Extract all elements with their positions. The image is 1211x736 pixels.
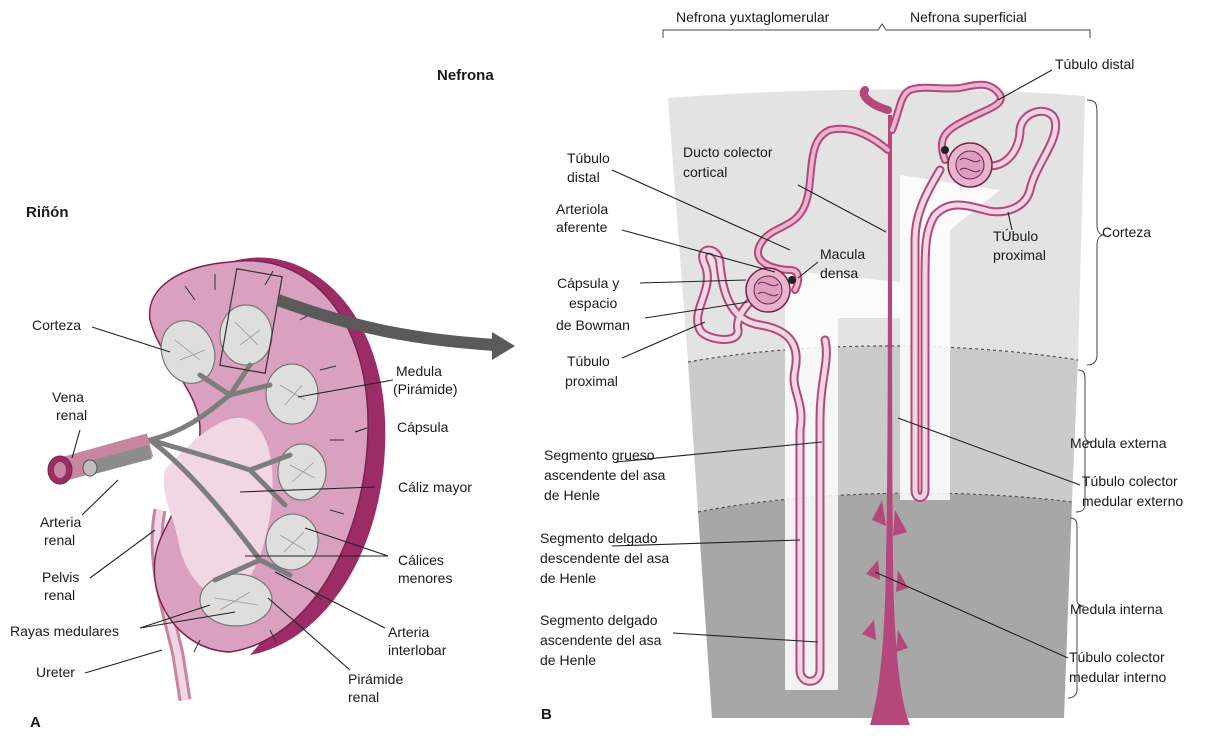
label-arteria-interlobar-2: interlobar [388,642,447,658]
label-tubulo-proximal-left-1: Túbulo [567,353,610,369]
label-calices-1: Cálices [398,552,444,568]
label-tubulo-colector-int-2: medular interno [1069,669,1166,685]
label-capsula-bowman-1: Cápsula y [557,275,619,291]
label-ducto-colector-2: cortical [683,164,727,180]
label-segmento-grueso-1: Segmento grueso [544,447,655,463]
label-ducto-colector-1: Ducto colector [683,144,773,160]
panel-a-title: Riñón [26,204,69,221]
label-calices-2: menores [398,570,452,586]
zone-label-corteza: Corteza [1102,224,1151,240]
label-tubulo-distal-right: Túbulo distal [1055,56,1134,72]
label-tubulo-distal-left-2: distal [567,169,600,185]
zone-label-medula-interna: Medula interna [1070,601,1163,617]
label-tubulo-colector-ext-2: medular externo [1082,493,1183,509]
label-macula-densa-2: densa [820,265,858,281]
label-medula-2: (Pirámide) [393,381,458,397]
label-arteria-interlobar-1: Arteria [388,624,429,640]
label-arteria-renal-1: Arteria [40,514,81,530]
label-segmento-asc-1: Segmento delgado [540,612,658,628]
header-nefrona-superficial: Nefrona superficial [910,9,1027,25]
label-tubulo-proximal-right-1: TÚbulo [993,228,1038,244]
label-capsula: Cápsula [397,419,449,435]
header-nefrona-yuxtaglomerular: Nefrona yuxtaglomerular [676,9,830,25]
label-segmento-desc-1: Segmento delgado [540,530,658,546]
label-tubulo-proximal-right-2: proximal [993,247,1046,263]
label-arteriola-1: Arteriola [556,201,608,217]
label-ureter: Ureter [36,664,75,680]
label-capsula-bowman-3: de Bowman [556,317,630,333]
zone-label-medula-externa: Medula externa [1070,435,1167,451]
panel-b-title: Nefrona [437,67,494,84]
label-capsula-bowman-2: espacio [569,295,617,311]
label-segmento-asc-2: ascendente del asa [540,632,662,648]
label-tubulo-distal-left-1: Túbulo [567,150,610,166]
label-corteza: Corteza [32,317,81,333]
label-segmento-desc-3: de Henle [540,570,596,586]
nephron-illustration [668,85,1085,725]
label-segmento-grueso-2: ascendente del asa [544,467,666,483]
label-medula-1: Medula [396,363,442,379]
zone-medula-externa [688,346,1078,512]
label-caliz-mayor: Cáliz mayor [398,479,472,495]
label-piramide-renal-1: Pirámide [348,671,403,687]
label-segmento-grueso-3: de Henle [544,487,600,503]
label-tubulo-colector-int-1: Túbulo colector [1069,649,1165,665]
label-arteriola-2: aferente [556,219,608,235]
label-vena-renal-1: Vena [52,389,84,405]
label-tubulo-colector-ext-1: Túbulo colector [1082,473,1178,489]
panel-b-letter: B [541,706,552,723]
label-vena-renal-2: renal [56,407,87,423]
panel-a-letter: A [30,714,41,731]
label-tubulo-proximal-left-2: proximal [565,373,618,389]
label-segmento-asc-3: de Henle [540,652,596,668]
label-segmento-desc-2: descendente del asa [540,550,669,566]
label-pelvis-renal-1: Pelvis [42,569,79,585]
label-macula-densa-1: Macula [820,246,865,262]
label-pelvis-renal-2: renal [44,587,75,603]
label-arteria-renal-2: renal [44,532,75,548]
label-piramide-renal-2: renal [348,689,379,705]
label-rayas-medulares: Rayas medulares [10,623,119,639]
